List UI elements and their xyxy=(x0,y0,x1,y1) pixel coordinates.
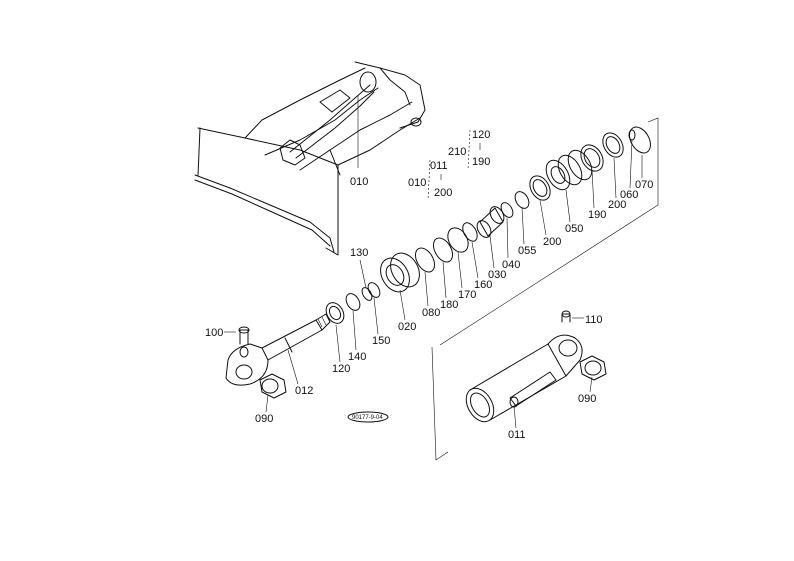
label-190: 190 xyxy=(588,209,606,221)
label-040: 040 xyxy=(502,259,520,271)
label-190-range: 190 xyxy=(472,156,490,168)
group-bracket-010: 011 010 200 xyxy=(408,159,452,201)
label-120-range: 120 xyxy=(472,129,490,141)
cylinder-tube xyxy=(465,310,583,423)
label-070: 070 xyxy=(635,179,653,191)
label-100: 100 xyxy=(205,327,223,339)
seal-kit-parts xyxy=(325,126,651,324)
label-090-right: 090 xyxy=(578,393,596,405)
label-200-a: 200 xyxy=(543,236,561,248)
label-020: 020 xyxy=(398,321,416,333)
label-120: 120 xyxy=(332,363,350,375)
bushing-090-right xyxy=(579,355,607,381)
label-180: 180 xyxy=(440,299,458,311)
label-030: 030 xyxy=(488,269,506,281)
piston-rod xyxy=(225,313,331,386)
label-011-group: 011 xyxy=(430,160,448,172)
label-080: 080 xyxy=(422,307,440,319)
label-130: 130 xyxy=(350,247,368,259)
group-bracket-210: 210 120 190 xyxy=(448,129,490,171)
label-160: 160 xyxy=(474,279,492,291)
label-060: 060 xyxy=(620,189,638,201)
label-010-group: 010 xyxy=(408,177,426,189)
label-110: 110 xyxy=(585,314,603,326)
label-200-b: 200 xyxy=(608,199,626,211)
bushing-090-left xyxy=(259,373,287,399)
reference-code: 90177-9-04 xyxy=(352,415,383,421)
label-010-top: 010 xyxy=(350,176,368,188)
label-150: 150 xyxy=(372,335,390,347)
label-170: 170 xyxy=(458,289,476,301)
label-090-left: 090 xyxy=(255,413,273,425)
reference-stamp: 90177-9-04 xyxy=(347,411,389,423)
label-012: 012 xyxy=(295,385,313,397)
label-210: 210 xyxy=(448,146,466,158)
label-200-group: 200 xyxy=(434,187,452,199)
label-140: 140 xyxy=(348,351,366,363)
label-055: 055 xyxy=(518,245,536,257)
dozer-blade-illustration xyxy=(194,61,426,256)
label-050: 050 xyxy=(565,223,583,235)
label-011: 011 xyxy=(508,429,526,441)
